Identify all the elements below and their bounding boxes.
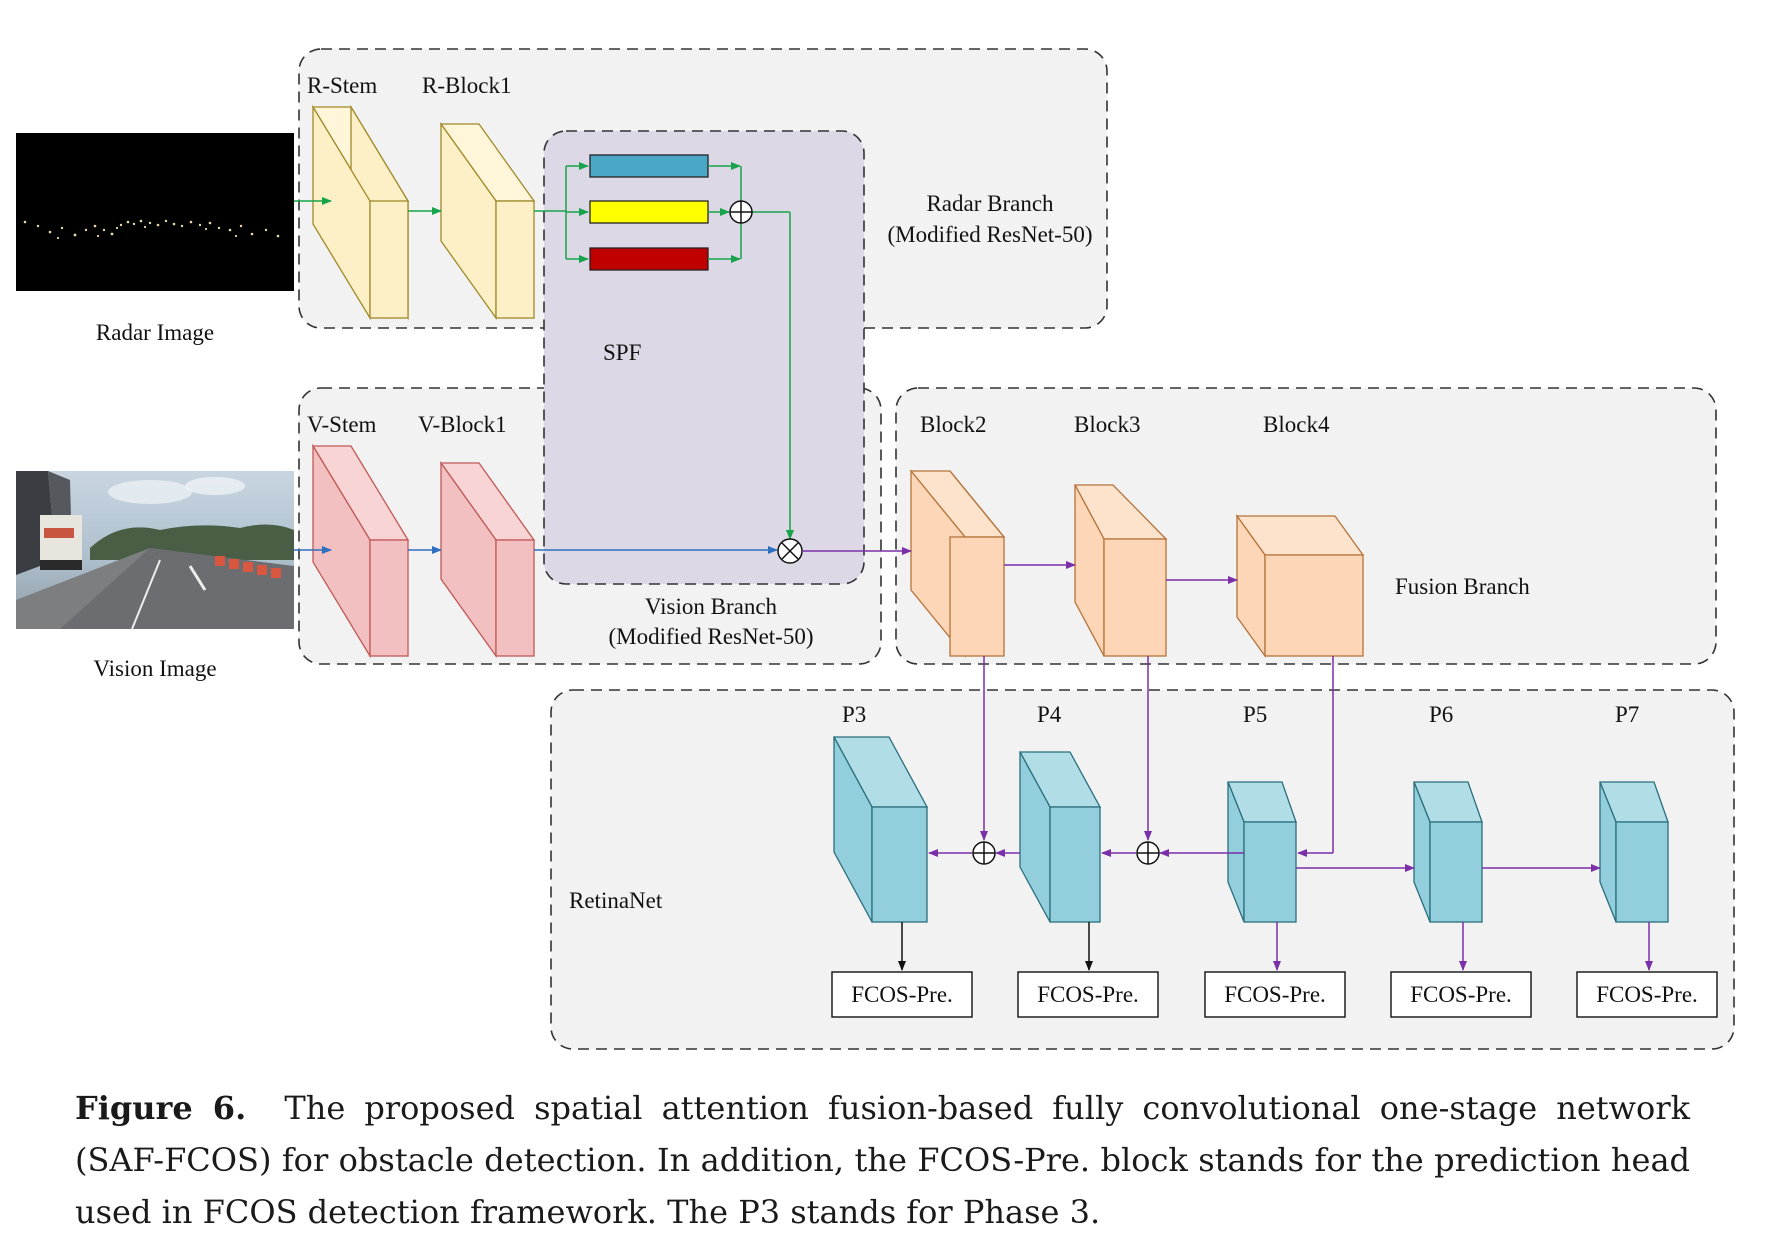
- spf-panel: [543, 130, 865, 585]
- radar-branch-sublabel: (Modified ResNet-50): [887, 222, 1092, 247]
- v-block1: [439, 460, 536, 659]
- v-stem-block: [311, 443, 410, 659]
- spf-label: SPF: [603, 340, 641, 365]
- block4: [1235, 513, 1365, 659]
- fcos-head-p3: FCOS-Pre.: [831, 971, 973, 1018]
- p7-block: [1599, 781, 1669, 923]
- fcos-head-p6: FCOS-Pre.: [1390, 971, 1532, 1018]
- block3-label: Block3: [1074, 412, 1140, 437]
- radar-image-label: Radar Image: [96, 320, 214, 345]
- p7-label: P7: [1615, 702, 1639, 727]
- radar-image: [16, 133, 294, 291]
- fcos-head-label: FCOS-Pre.: [1596, 982, 1698, 1007]
- r-stem-block: [311, 104, 410, 321]
- fcos-head-p7: FCOS-Pre.: [1576, 971, 1718, 1018]
- v-block1-label: V-Block1: [418, 412, 507, 437]
- block2-label: Block2: [920, 412, 986, 437]
- fcos-arrows: [898, 922, 1093, 971]
- r-stem-label: R-Stem: [307, 73, 377, 98]
- p3-block: [832, 736, 929, 923]
- fpn-sum-icon-p3: [972, 841, 996, 865]
- fcos-head-label: FCOS-Pre.: [1037, 982, 1139, 1007]
- figure-number: Figure 6.: [75, 1089, 247, 1127]
- r-block1: [439, 121, 536, 321]
- p4-block: [1018, 751, 1102, 923]
- fcos-head-label: FCOS-Pre.: [851, 982, 953, 1007]
- radar-branch-label: Radar Branch: [926, 191, 1054, 216]
- spf-attention-bar-yellow: [589, 200, 709, 224]
- figure-caption: Figure 6. The proposed spatial attention…: [75, 1082, 1690, 1238]
- fcos-head-label: FCOS-Pre.: [1410, 982, 1512, 1007]
- spf-attention-bar-red: [589, 247, 709, 271]
- p6-label: P6: [1429, 702, 1453, 727]
- fusion-arrows: [802, 547, 1653, 971]
- block2: [909, 469, 1006, 658]
- fpn-sum-icon-p4: [1136, 841, 1160, 865]
- block4-label: Block4: [1263, 412, 1330, 437]
- radar-arrows: [294, 162, 794, 540]
- fcos-head-p5: FCOS-Pre.: [1204, 971, 1346, 1018]
- fcos-head-p4: FCOS-Pre.: [1017, 971, 1159, 1018]
- spf-sum-icon: [729, 200, 753, 224]
- vision-branch-label: Vision Branch: [645, 594, 778, 619]
- fusion-branch-label: Fusion Branch: [1395, 574, 1530, 599]
- p6-block: [1413, 781, 1483, 923]
- v-stem-label: V-Stem: [307, 412, 377, 437]
- p5-block: [1227, 781, 1297, 923]
- p4-label: P4: [1037, 702, 1062, 727]
- p5-label: P5: [1243, 702, 1267, 727]
- retinanet-label: RetinaNet: [569, 888, 663, 913]
- r-block1-label: R-Block1: [422, 73, 511, 98]
- vision-image-label: Vision Image: [93, 656, 216, 681]
- spf-attention-bar-blue: [589, 154, 709, 178]
- p3-label: P3: [842, 702, 866, 727]
- vision-image: [16, 471, 294, 630]
- vision-branch-sublabel: (Modified ResNet-50): [608, 624, 813, 649]
- fcos-head-label: FCOS-Pre.: [1224, 982, 1326, 1007]
- spf-multiply-icon: [777, 538, 803, 564]
- caption-text: The proposed spatial attention fusion-ba…: [75, 1089, 1690, 1231]
- block3: [1073, 484, 1168, 657]
